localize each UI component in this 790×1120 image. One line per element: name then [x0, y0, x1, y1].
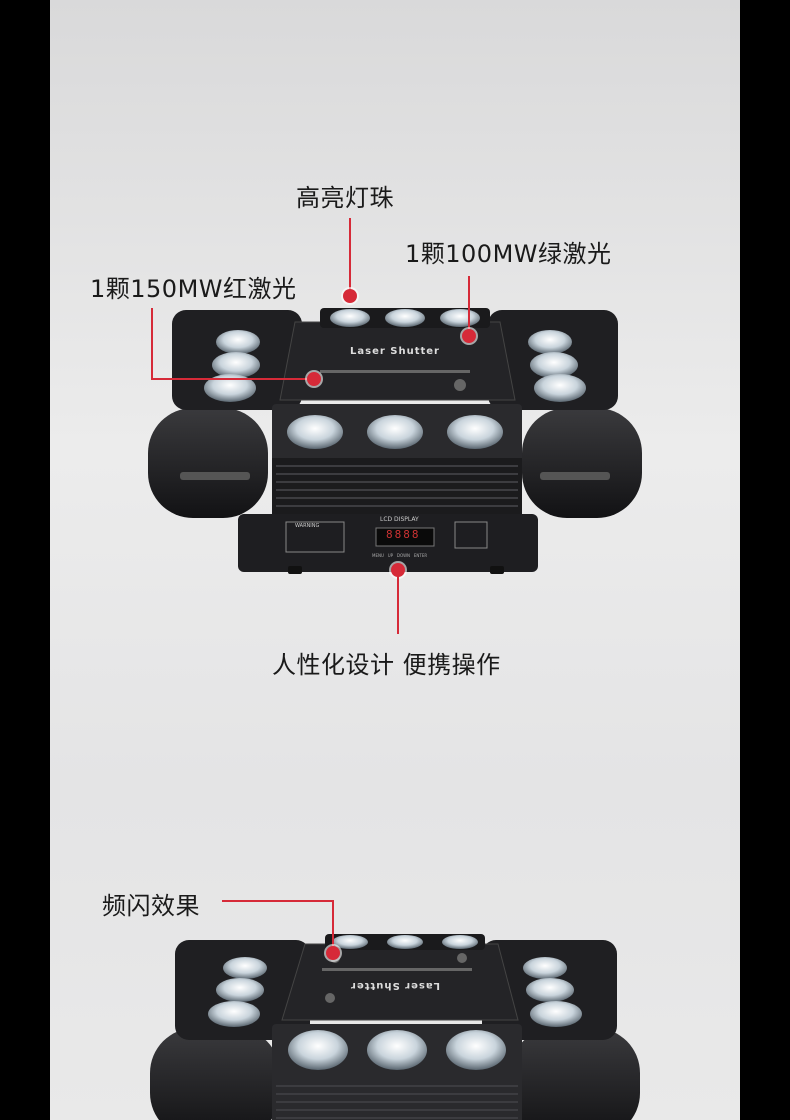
callout-line-red-laser-horizontal	[151, 378, 309, 380]
callout-strobe-effect: 频闪效果	[102, 892, 200, 920]
callout-dot-strobe-effect	[326, 946, 340, 960]
control-buttons-label: MENU UP DOWN ENTER	[372, 553, 428, 558]
top-panel-label: Laser Shutter	[350, 346, 440, 357]
callout-line-red-laser-vertical	[151, 308, 153, 380]
spider-light-device-bottom	[150, 934, 640, 1120]
top-panel-label-bottom: Laser Shutter	[350, 980, 440, 991]
callout-dot-red-laser	[307, 372, 321, 386]
callout-dot-humanized-design	[391, 563, 405, 577]
spider-light-device-top	[148, 308, 642, 574]
callout-dot-high-bright-beads	[343, 289, 357, 303]
callout-red-laser: 1颗150MW红激光	[90, 275, 297, 303]
lcd-digits: 8888	[386, 528, 421, 541]
callout-line-high-bright-beads	[349, 218, 351, 292]
callout-dot-green-laser	[462, 329, 476, 343]
callout-line-strobe-vertical	[332, 900, 334, 950]
lcd-display-label: LCD DISPLAY	[380, 516, 419, 523]
warning-label: WARNING	[295, 523, 320, 529]
callout-humanized-design: 人性化设计 便携操作	[272, 651, 501, 679]
callout-line-green-laser	[468, 276, 470, 332]
callout-line-strobe-horizontal	[222, 900, 334, 902]
product-panel: Laser Shutter WARNING LCD DISPLAY 8888 M…	[50, 0, 740, 1120]
callout-high-bright-beads: 高亮灯珠	[296, 184, 394, 212]
callout-line-humanized-design	[397, 574, 399, 634]
callout-green-laser: 1颗100MW绿激光	[405, 240, 612, 268]
